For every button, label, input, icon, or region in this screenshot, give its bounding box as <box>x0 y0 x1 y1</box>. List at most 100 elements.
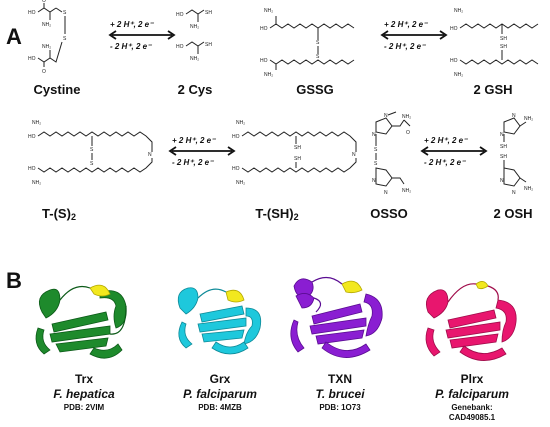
tsh2-subscript: 2 <box>293 212 299 222</box>
atom-label: NH₂ <box>524 186 533 192</box>
ts2-label: T-(S) <box>42 206 71 221</box>
atom-label: N <box>384 190 388 196</box>
atom-label: S <box>374 161 378 167</box>
molecule-name-gsh: 2 GSH <box>473 82 513 97</box>
atom-label: S <box>90 161 94 167</box>
plrx-protein-structure <box>425 281 517 361</box>
equation-oxidize: - 2 H⁺, 2 e⁻ <box>424 158 466 167</box>
atom-label: N <box>384 113 388 119</box>
osso-structure: N N NH₂ O S S N N NH₂ <box>372 111 411 196</box>
atom-label: NH₂ <box>236 180 245 186</box>
atom-label: N <box>500 178 504 184</box>
osh-structure: N N NH₂ SH SH N N NH₂ <box>500 113 533 196</box>
atom-label: NH₂ <box>454 72 463 78</box>
protein-name-trx: Trx <box>74 372 93 386</box>
double-arrow-icon <box>380 30 448 40</box>
atom-label: SH <box>500 154 507 160</box>
atom-label: SH <box>500 44 507 50</box>
atom-label: O <box>406 130 410 136</box>
equation-oxidize: - 2 H⁺, 2 e⁻ <box>110 42 152 51</box>
protein-name-plrx: Plrx <box>460 372 484 386</box>
trypanothione-disulfide-structure: NH₂ HO S S N NH₂ HO <box>28 120 153 186</box>
atom-label: S <box>63 36 67 42</box>
molecule-name-tsh2: T-(SH)2 <box>232 206 322 222</box>
equation-reduce: + 2 H⁺, 2 e⁻ <box>384 20 428 29</box>
panel-label-b: B <box>6 268 22 293</box>
atom-label: NH₂ <box>190 56 199 62</box>
atom-label: N <box>512 113 516 119</box>
double-arrow-icon <box>108 30 176 40</box>
pdb-grx: PDB: 4MZB <box>198 403 242 412</box>
double-arrow-icon <box>168 146 236 156</box>
atom-label: N <box>500 132 504 138</box>
atom-label: NH₂ <box>42 44 51 50</box>
pdb-txn: PDB: 1O73 <box>319 403 361 412</box>
atom-label: HO <box>260 26 268 32</box>
atom-label: N <box>372 132 376 138</box>
organism-trx: F. hepatica <box>53 387 115 401</box>
atom-label: S <box>374 147 378 153</box>
atom-label: SH <box>205 10 212 16</box>
atom-label: HO <box>450 58 458 64</box>
cystine-structure: HO O NH₂ S S HO O NH₂ <box>28 0 67 75</box>
atom-label: S <box>90 147 94 153</box>
molecule-name-ts2: T-(S)2 <box>14 206 104 222</box>
atom-label: HO <box>176 44 184 50</box>
atom-label: N <box>352 152 356 158</box>
protein-name-txn: TXN <box>328 372 352 386</box>
panel-label-a: A <box>6 24 22 49</box>
atom-label: N <box>372 178 376 184</box>
atom-label: HO <box>232 134 240 140</box>
pdb-trx: PDB: 2VIM <box>63 403 105 412</box>
protein-name-grx: Grx <box>209 372 231 386</box>
atom-label: SH <box>294 145 301 151</box>
atom-label: HO <box>28 56 36 62</box>
cys-structure: HO NH₂ SH HO NH₂ SH <box>176 9 212 62</box>
organism-txn: T. brucei <box>315 387 365 401</box>
atom-label: NH₂ <box>402 188 411 194</box>
atom-label: O <box>42 0 46 4</box>
atom-label: NH₂ <box>402 114 411 120</box>
equation-oxidize: - 2 H⁺, 2 e⁻ <box>172 158 214 167</box>
double-arrow-icon <box>420 146 488 156</box>
atom-label: SH <box>500 36 507 42</box>
molecule-name-cys: 2 Cys <box>177 82 213 97</box>
molecule-name-osso: OSSO <box>370 206 408 221</box>
genebank-id-plrx: CAD49085.1 <box>448 413 496 422</box>
equation-reduce: + 2 H⁺, 2 e⁻ <box>110 20 154 29</box>
atom-label: SH <box>294 156 301 162</box>
atom-label: NH₂ <box>32 180 41 186</box>
atom-label: NH₂ <box>32 120 41 126</box>
molecule-name-gssg: GSSG <box>296 82 334 97</box>
atom-label: SH <box>500 144 507 150</box>
atom-label: SH <box>205 42 212 48</box>
atom-label: HO <box>28 10 36 16</box>
txn-protein-structure <box>290 276 383 358</box>
atom-label: S <box>316 54 320 60</box>
atom-label: S <box>63 10 67 16</box>
atom-label: NH₂ <box>264 72 273 78</box>
atom-label: HO <box>176 12 184 18</box>
atom-label: NH₂ <box>190 24 199 30</box>
molecule-name-osh: 2 OSH <box>493 206 533 221</box>
atom-label: NH₂ <box>264 8 273 14</box>
tsh2-label: T-(SH) <box>255 206 294 221</box>
atom-label: N <box>512 190 516 196</box>
gsh-structure: NH₂ HO SH NH₂ HO SH <box>450 8 539 78</box>
grx-protein-structure <box>177 287 262 355</box>
atom-label: HO <box>28 166 36 172</box>
equation-oxidize: - 2 H⁺, 2 e⁻ <box>384 42 426 51</box>
atom-label: NH₂ <box>524 116 533 122</box>
atom-label: HO <box>232 166 240 172</box>
gssg-structure: NH₂ HO S S NH₂ HO <box>260 8 355 78</box>
genebank-label-plrx: Genebank: <box>451 403 493 412</box>
molecule-name-cystine: Cystine <box>33 82 81 97</box>
trypanothione-reduced-structure: NH₂ HO SH SH N NH₂ HO <box>232 120 357 186</box>
ts2-subscript: 2 <box>70 212 76 222</box>
atom-label: NH₂ <box>454 8 463 14</box>
equation-reduce: + 2 H⁺, 2 e⁻ <box>172 136 216 145</box>
atom-label: HO <box>260 58 268 64</box>
equation-reduce: + 2 H⁺, 2 e⁻ <box>424 136 468 145</box>
atom-label: HO <box>450 26 458 32</box>
atom-label: S <box>316 40 320 46</box>
